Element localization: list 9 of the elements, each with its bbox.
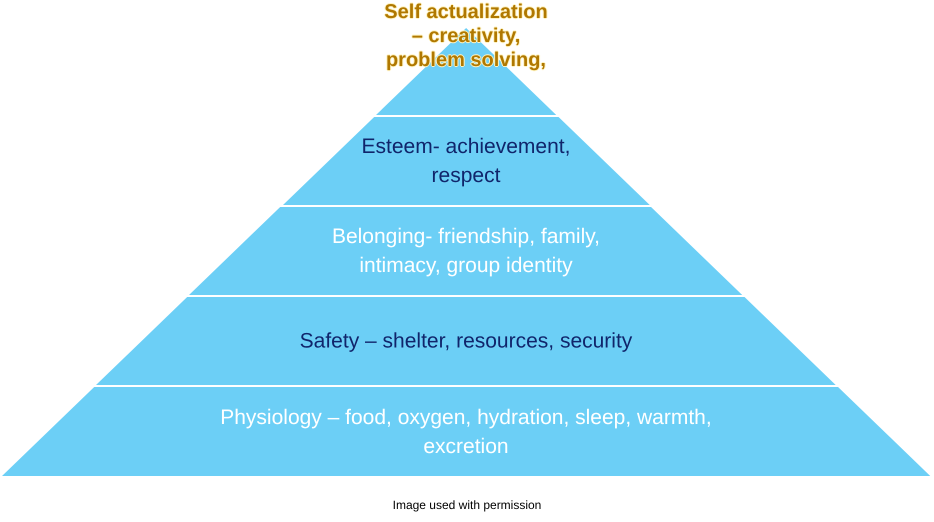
level-label: Esteem- achievement, respect (360, 134, 572, 189)
level-label: Physiology – food, oxygen, hydration, sleep, warmth, excretion (219, 404, 713, 460)
pyramid-level (2, 387, 930, 476)
level-label: Belonging- friendship, family, intimacy, group identity (330, 224, 602, 279)
caption: Image used with permission (392, 498, 542, 512)
level-label: Safety – shelter, resources, security (298, 328, 634, 354)
pyramid-level (189, 207, 743, 295)
pyramid-level (96, 297, 836, 385)
pyramid-level (282, 117, 650, 205)
